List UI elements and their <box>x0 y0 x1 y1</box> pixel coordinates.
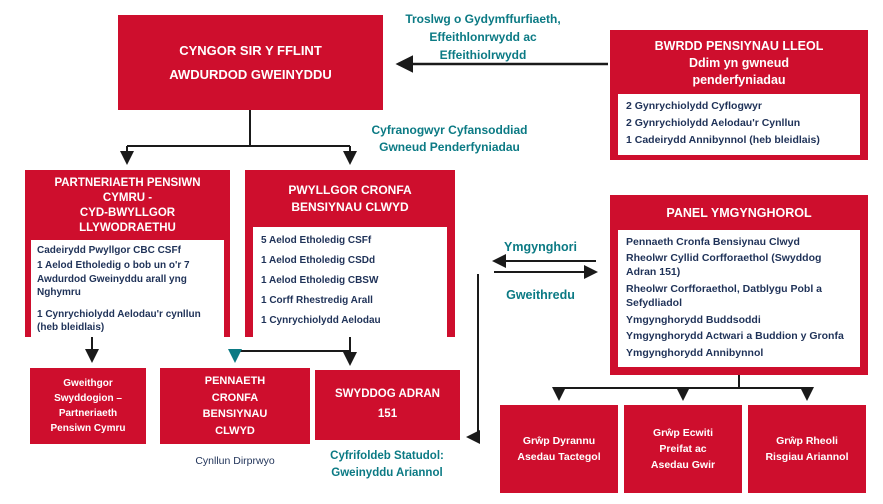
box-cyngor-sir-y-fflint: CYNGOR SIR Y FFLINT AWDURDOD GWEINYDDU <box>118 15 383 110</box>
box-pwyllgor-cronfa-bensiynau-clwyd: PWYLLGOR CRONFA BENSIYNAU CLWYD 5 Aelod … <box>245 170 455 337</box>
box-gweithgor-swyddogion: Gweithgor Swyddogion – Partneriaeth Pens… <box>30 368 146 444</box>
member-line: Ymgynghorydd Buddsoddi <box>626 313 761 326</box>
box-title: PARTNERIAETH PENSIWN CYMRU - CYD-BWYLLGO… <box>54 177 201 234</box>
box-grwp-dyrannu-asedau: Grŵp Dyrannu Asedau Tactegol <box>500 405 618 493</box>
box-title: CYNGOR SIR Y FFLINT AWDURDOD GWEINYDDU <box>169 43 332 82</box>
box-title: PWYLLGOR CRONFA BENSIYNAU CLWYD <box>288 183 412 215</box>
tree-panel-children <box>552 375 814 401</box>
member-line: Pennaeth Cronfa Bensiynau Clwyd <box>626 235 800 248</box>
box-title: SWYDDOG ADRAN 151 <box>335 388 440 420</box>
member-line: 2 Gynrychiolydd Cyflogwyr <box>626 99 762 112</box>
member-line: Rheolwr Cyllid Corfforaethol (Swyddog Ad… <box>626 251 822 279</box>
label-ymgynghori: Ymgynghori <box>504 240 577 254</box>
label-cyfranogwyr: Cyfranogwyr Cyfansoddiad Gwneud Penderfy… <box>371 123 528 155</box>
member-line: 1 Cynrychiolydd Aelodau <box>261 314 381 326</box>
panel-members-panel: Pennaeth Cronfa Bensiynau Clwyd Rheolwr … <box>618 229 860 368</box>
member-line: Ymgynghorydd Annibynnol <box>626 346 764 359</box>
member-line: Cadeirydd Pwyllgor CBC CSFf <box>37 244 181 256</box>
tree-cyngor-children <box>120 110 357 165</box>
box-title: Grŵp Rheoli Risgiau Ariannol <box>765 434 849 463</box>
arrows-ymgynghori <box>492 254 598 279</box>
box-title: Grŵp Dyrannu Asedau Tactegol <box>517 434 601 463</box>
box-partneriaeth-pensiwn-cymru: PARTNERIAETH PENSIWN CYMRU - CYD-BWYLLGO… <box>25 170 230 337</box>
box-title: Grŵp Ecwiti Preifat ac Asedau Gwir <box>650 426 716 472</box>
box-title: PANEL YMGYNGHOROL <box>666 206 812 220</box>
label-troslwg: Troslwg o Gydymffurfiaeth, Effeithlonrwy… <box>405 12 561 62</box>
label-cyfrifoldeb-statudol: Cyfrifoldeb Statudol: Gweinyddu Ariannol <box>330 450 444 479</box>
box-pennaeth-cronfa: PENNAETH CRONFA BENSIYNAU CLWYD <box>160 368 310 444</box>
box-bwrdd-pensiynau-lleol: BWRDD PENSIYNAU LLEOL Ddim yn gwneud pen… <box>610 30 868 160</box>
pwyllgor-members-panel: 5 Aelod Etholedig CSFf 1 Aelod Etholedig… <box>253 226 447 337</box>
partneriaeth-members-panel: Cadeirydd Pwyllgor CBC CSFf 1 Aelod Etho… <box>31 239 224 337</box>
box-title: BWRDD PENSIYNAU LLEOL Ddim yn gwneud pen… <box>654 39 824 87</box>
tree-pwyllgor-children <box>228 337 357 366</box>
member-line: 2 Gynrychiolydd Aelodau'r Cynllun <box>626 116 801 129</box>
label-gweithredu: Gweithredu <box>506 288 575 302</box>
box-grwp-ecwiti-preifat: Grŵp Ecwiti Preifat ac Asedau Gwir <box>624 405 742 493</box>
member-line: 5 Aelod Etholedig CSFf <box>261 234 372 246</box>
member-line: Rheolwr Corfforaethol, Datblygu Pobl a S… <box>626 282 823 310</box>
box-title: PENNAETH CRONFA BENSIYNAU CLWYD <box>202 375 268 437</box>
member-line: 1 Aelod Etholedig CSDd <box>261 254 376 266</box>
arrow-gweithredu <box>466 274 480 444</box>
member-line: 1 Aelod Etholedig o bob un o'r 7 Awdurdo… <box>37 260 190 299</box>
box-title: Gweithgor Swyddogion – Partneriaeth Pens… <box>50 378 126 434</box>
box-swyddog-adran-151: SWYDDOG ADRAN 151 <box>315 370 460 440</box>
bwrdd-members-panel: 2 Gynrychiolydd Cyflogwyr 2 Gynrychiolyd… <box>618 93 860 156</box>
box-panel-ymgynghorol: PANEL YMGYNGHOROL Pennaeth Cronfa Bensiy… <box>610 195 868 375</box>
member-line: 1 Cadeirydd Annibynnol (heb bleidlais) <box>626 134 820 147</box>
member-line: 1 Aelod Etholedig CBSW <box>261 274 379 286</box>
member-line: Ymgynghorydd Actwari a Buddion y Gronfa <box>626 330 844 343</box>
member-line: 1 Cynrychiolydd Aelodau'r cynllun (heb b… <box>37 308 201 334</box>
member-line: 1 Corff Rhestredig Arall <box>261 294 373 306</box>
label-cynllun-dirprwyo: Cynllun Dirprwyo <box>195 455 275 467</box>
box-grwp-rheoli-risgiau: Grŵp Rheoli Risgiau Ariannol <box>748 405 866 493</box>
